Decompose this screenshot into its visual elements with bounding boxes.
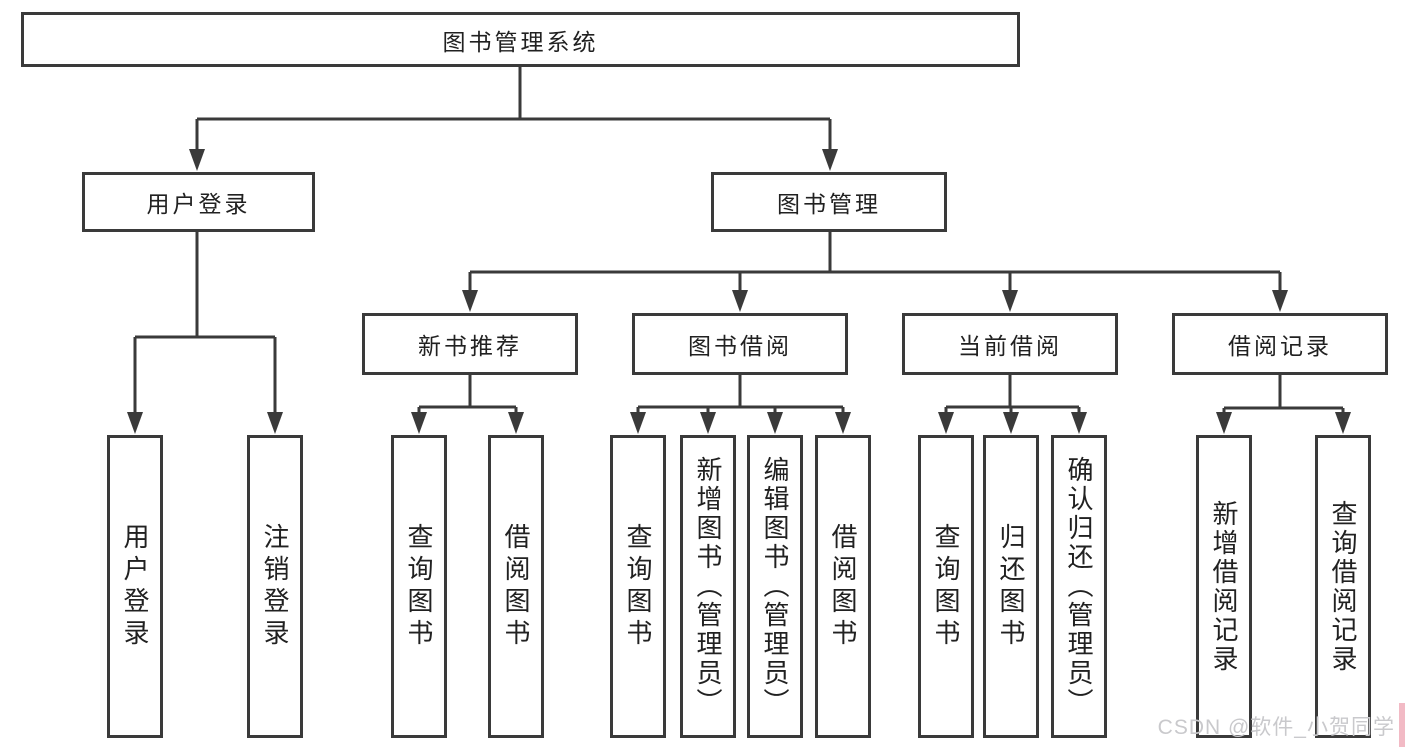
connector-records-to-leaves bbox=[1216, 375, 1351, 434]
connector-userlogin-to-leaves bbox=[127, 232, 283, 434]
leaf-borrow-books-borrowing: 借阅图书 bbox=[815, 435, 871, 738]
node-label: 图书借阅 bbox=[688, 333, 792, 359]
node-label: 归还图书 bbox=[996, 522, 1026, 651]
csdn-watermark-accent bbox=[1399, 703, 1405, 747]
leaf-logout: 注销登录 bbox=[247, 435, 303, 738]
leaf-query-books-recommend: 查询图书 bbox=[391, 435, 447, 738]
leaf-add-books-admin: 新增图书（管理员） bbox=[680, 435, 736, 738]
node-label: 编辑图书（管理员） bbox=[760, 456, 790, 717]
node-label: 图书管理系统 bbox=[442, 28, 599, 55]
leaf-user-login: 用户登录 bbox=[107, 435, 163, 738]
connector-bookborrow-to-leaves bbox=[630, 375, 851, 434]
node-label: 查询图书 bbox=[931, 522, 961, 651]
node-label: 注销登录 bbox=[260, 522, 290, 651]
csdn-watermark: CSDN @软件_小贺同学 bbox=[1157, 716, 1395, 739]
leaf-return-books: 归还图书 bbox=[983, 435, 1039, 738]
connector-currentborrow-to-leaves bbox=[938, 375, 1087, 434]
node-label: 查询借阅记录 bbox=[1328, 499, 1358, 674]
connector-newbook-to-leaves bbox=[411, 375, 524, 434]
node-label: 借阅图书 bbox=[828, 522, 858, 651]
node-label: 确认归还（管理员） bbox=[1064, 456, 1094, 717]
node-label: 当前借阅 bbox=[958, 333, 1062, 359]
node-label: 用户登录 bbox=[120, 522, 150, 651]
leaf-query-books-borrowing: 查询图书 bbox=[610, 435, 666, 738]
node-current-borrowing: 当前借阅 bbox=[902, 313, 1118, 375]
node-label: 查询图书 bbox=[623, 522, 653, 651]
leaf-query-borrow-record: 查询借阅记录 bbox=[1315, 435, 1371, 738]
node-user-login: 用户登录 bbox=[82, 172, 315, 232]
node-label: 用户登录 bbox=[146, 191, 251, 217]
leaf-add-borrow-record: 新增借阅记录 bbox=[1196, 435, 1252, 738]
node-label: 新增图书（管理员） bbox=[693, 456, 723, 717]
node-borrowing-records: 借阅记录 bbox=[1172, 313, 1388, 375]
node-book-management: 图书管理 bbox=[711, 172, 947, 232]
leaf-confirm-return-admin: 确认归还（管理员） bbox=[1051, 435, 1107, 738]
node-new-book-recommendation: 新书推荐 bbox=[362, 313, 578, 375]
leaf-edit-books-admin: 编辑图书（管理员） bbox=[747, 435, 803, 738]
node-library-management-system: 图书管理系统 bbox=[21, 12, 1020, 67]
node-label: 借阅记录 bbox=[1228, 333, 1332, 359]
node-label: 图书管理 bbox=[777, 191, 881, 217]
connector-bookmgmt-to-level3 bbox=[462, 232, 1288, 312]
leaf-query-books-current: 查询图书 bbox=[918, 435, 974, 738]
leaf-borrow-books-recommend: 借阅图书 bbox=[488, 435, 544, 738]
connector-root-to-level2 bbox=[189, 67, 838, 171]
node-label: 新书推荐 bbox=[418, 333, 522, 359]
node-book-borrowing: 图书借阅 bbox=[632, 313, 848, 375]
node-label: 查询图书 bbox=[404, 522, 434, 651]
node-label: 借阅图书 bbox=[501, 522, 531, 651]
node-label: 新增借阅记录 bbox=[1209, 499, 1239, 674]
